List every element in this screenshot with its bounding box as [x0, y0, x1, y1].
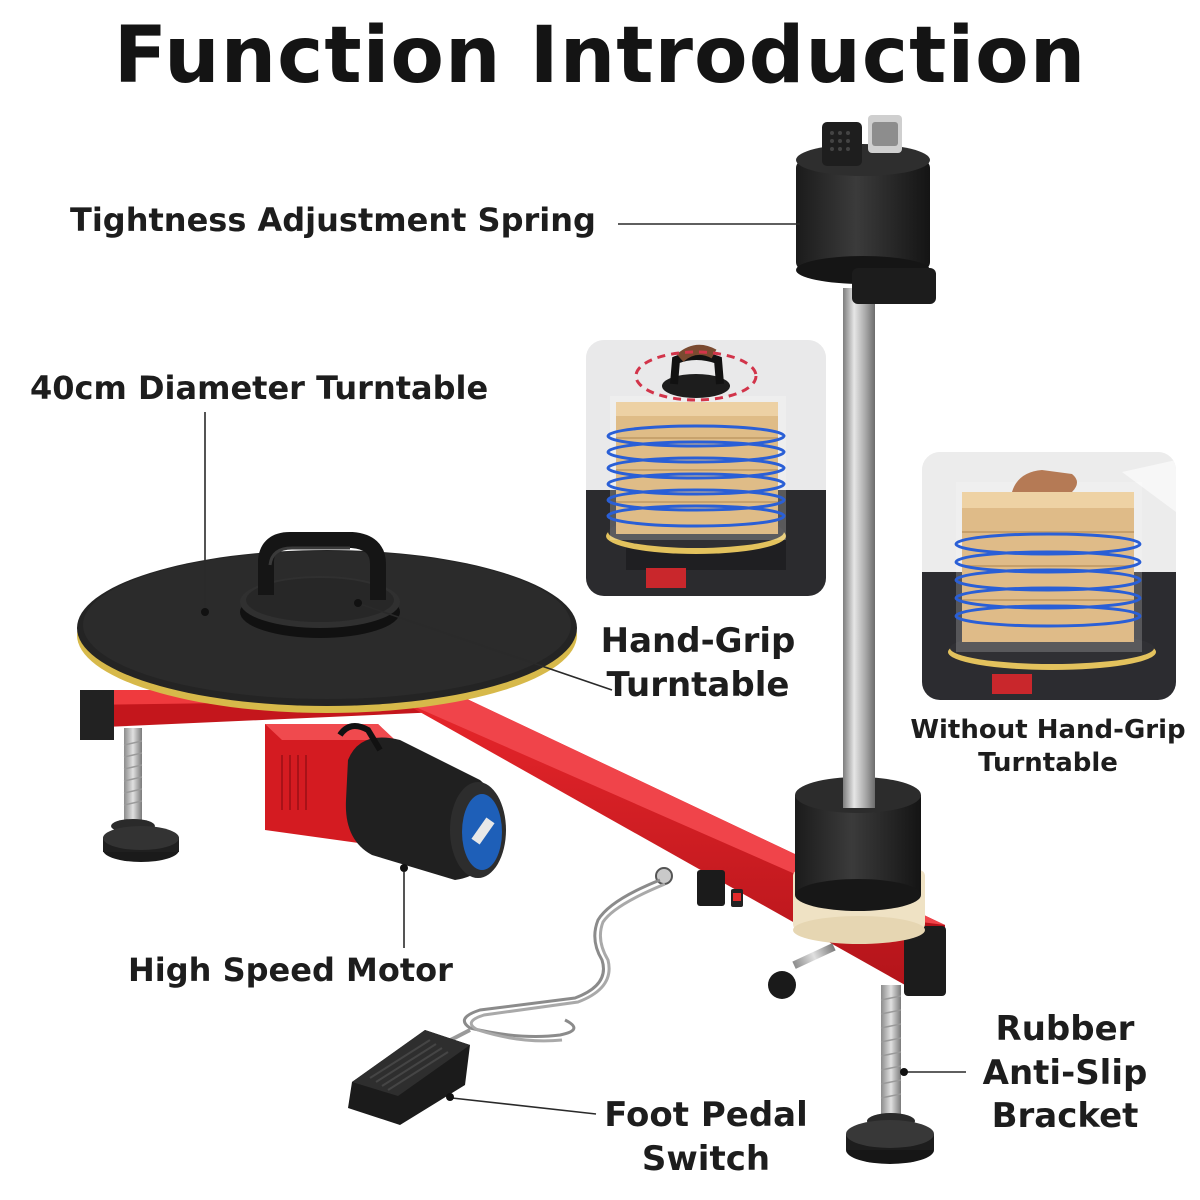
foot-pedal — [348, 878, 666, 1125]
label-tightness-spring: Tightness Adjustment Spring — [70, 201, 596, 239]
page-title: Function Introduction — [113, 11, 1087, 101]
motor — [337, 723, 506, 880]
callout-lines — [201, 223, 966, 1115]
label-hand-grip-line1: Hand-Grip — [600, 621, 796, 661]
label-without-line1: Without Hand-Grip — [910, 715, 1186, 745]
callout-pedal — [451, 1097, 597, 1115]
label-without-hand-grip: Without Hand-Grip Turntable — [898, 714, 1198, 781]
turntable-disc — [77, 532, 577, 713]
right-leg — [846, 985, 934, 1164]
label-foot-pedal: Foot Pedal Switch — [596, 1094, 816, 1181]
label-rubber-line2: Anti-Slip — [982, 1052, 1148, 1093]
label-rubber-line1: Rubber — [995, 1009, 1135, 1049]
label-rubber-bracket: Rubber Anti-Slip Bracket — [960, 1008, 1170, 1139]
label-pedal-line2: Switch — [641, 1138, 771, 1179]
label-pedal-line1: Foot Pedal — [604, 1095, 808, 1135]
label-hand-grip: Hand-Grip Turntable — [588, 620, 808, 707]
label-hand-grip-line2: Turntable — [606, 664, 790, 705]
inset-hand-grip-photo — [586, 340, 826, 596]
callout-hand-grip — [359, 603, 613, 691]
label-rubber-line3: Bracket — [991, 1096, 1139, 1137]
pole-assembly — [793, 115, 936, 944]
label-high-speed-motor: High Speed Motor — [128, 951, 453, 989]
label-turntable-diameter: 40cm Diameter Turntable — [30, 369, 489, 407]
left-leg — [103, 728, 179, 862]
label-without-line2: Turntable — [978, 748, 1118, 779]
inset-without-hand-grip-photo — [922, 452, 1176, 700]
